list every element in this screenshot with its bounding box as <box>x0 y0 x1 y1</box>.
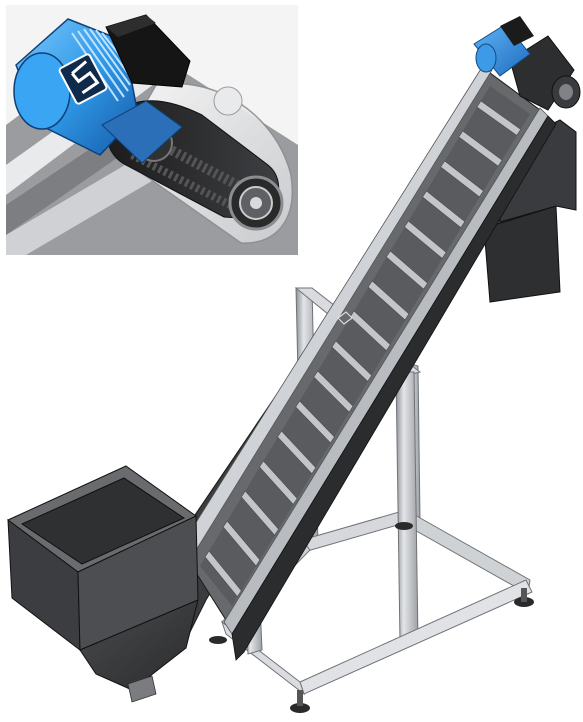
foot-stem <box>297 690 303 706</box>
conveyor-outer-wall <box>231 115 557 661</box>
conveyor-cleat <box>458 130 503 167</box>
inset-gearbox <box>101 100 183 164</box>
conveyor-diamond-marker <box>337 311 353 325</box>
conveyor-cleat <box>240 490 279 536</box>
motor-detail-drawing <box>6 14 298 255</box>
conveyor-cleat <box>295 400 335 444</box>
conveyor-cleat <box>385 250 428 290</box>
drive-motor <box>473 16 581 111</box>
foot-stem <box>521 588 527 602</box>
leveling-foot <box>209 636 227 644</box>
leveling-foot <box>395 522 413 530</box>
motor-detail-inset <box>6 5 298 255</box>
conveyor-cleat <box>222 520 261 567</box>
conveyor-cleat <box>277 430 317 475</box>
inset-dome-cap <box>213 86 243 116</box>
logo-s-icon <box>58 53 108 105</box>
conveyor-cleat <box>440 160 484 198</box>
frame-right-base-rail <box>403 509 531 595</box>
conveyor-cleat <box>259 460 298 505</box>
conveyor-cleat <box>404 220 447 259</box>
leveling-foot <box>290 703 310 713</box>
conveyor-cleat <box>422 190 466 229</box>
conveyor-cleat <box>349 310 391 352</box>
conveyor-cleat <box>367 280 410 321</box>
conveyor-cleats <box>204 100 522 598</box>
frame-front-post <box>395 371 419 643</box>
feed-hopper <box>7 465 199 703</box>
conveyor-cleat <box>313 370 354 413</box>
conveyor-cleat <box>331 340 373 382</box>
conveyor-cleat <box>204 550 242 598</box>
conveyor-cleat <box>476 100 522 136</box>
inset-motor-endcap <box>13 52 71 130</box>
